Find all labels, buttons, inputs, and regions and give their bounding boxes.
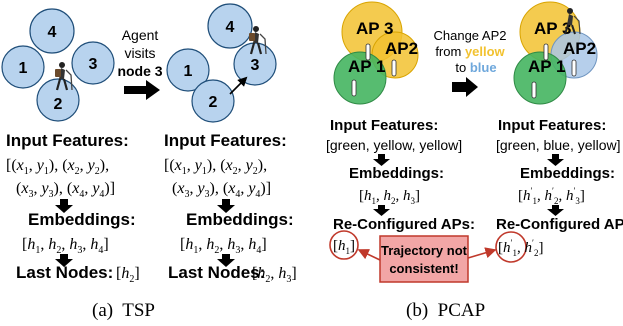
tsp-node-label: 3 bbox=[251, 57, 260, 74]
agent-transition: Agent visits node 3 bbox=[117, 27, 163, 100]
tsp-embeddings-value: [h1, h2, h3, h4] bbox=[22, 236, 109, 256]
down-arrow-icon bbox=[55, 254, 73, 267]
tsp-input-line2: (x3, y3), (x4, y4)] bbox=[16, 180, 115, 200]
tsp-node-label: 3 bbox=[89, 56, 98, 73]
ap3-label: AP 3 bbox=[356, 19, 394, 38]
pcap-caption: (b) PCAP bbox=[406, 300, 485, 321]
ap1-label: AP 1 bbox=[348, 57, 386, 76]
callout-arrow-left bbox=[357, 249, 381, 261]
router-icon bbox=[351, 79, 357, 97]
tsp-text-right: Input Features: [(x1, y1), (x2, y2), (x3… bbox=[164, 131, 297, 285]
pcap-text-right: Input Features: [green, blue, yellow] Em… bbox=[495, 117, 623, 263]
tsp-node-label: 1 bbox=[19, 60, 28, 77]
tsp-embeddings-value: [h1, h2, h3, h4] bbox=[180, 236, 267, 256]
ap1-label: AP 1 bbox=[528, 57, 566, 76]
pcap-text-left: Input Features: [green, yellow, yellow] … bbox=[326, 117, 475, 260]
tsp-caption: (a) TSP bbox=[92, 300, 155, 321]
callout-line1: Trajectory not bbox=[381, 243, 468, 258]
router-icon bbox=[531, 81, 537, 99]
hiker-icon bbox=[564, 8, 581, 35]
tsp-node-2-after bbox=[191, 79, 235, 123]
tsp-last-nodes-right: [h2, h3] bbox=[252, 265, 297, 285]
tsp-node-2-before bbox=[36, 78, 80, 122]
tsp-graph-after: 4 1 3 2 bbox=[166, 3, 277, 123]
tsp-node-label: 4 bbox=[226, 19, 235, 36]
down-arrow-icon bbox=[55, 199, 73, 213]
router-icon bbox=[571, 59, 577, 77]
pcap-input-right: [green, blue, yellow] bbox=[496, 137, 621, 153]
tsp-node-1-before bbox=[1, 45, 45, 89]
tsp-panel: 4 1 3 2 Agent visits node 3 bbox=[1, 3, 297, 321]
ap2-label: AP2 bbox=[563, 39, 596, 58]
move-arrow bbox=[229, 76, 248, 95]
right-arrow-icon bbox=[124, 80, 160, 100]
down-arrow-icon bbox=[547, 154, 564, 166]
ap1-coverage bbox=[333, 51, 387, 105]
ap1-coverage bbox=[513, 51, 567, 105]
tsp-node-label: 2 bbox=[54, 96, 63, 113]
ap3-label: AP 3 bbox=[534, 19, 572, 38]
change-caption-from: from yellow bbox=[435, 44, 505, 59]
tsp-input-features-title: Input Features: bbox=[164, 131, 287, 150]
pcap-emb-left: [h1, h2, h3] bbox=[359, 188, 420, 206]
callout-line2: consistent! bbox=[389, 261, 458, 276]
tsp-input-line2: (x3, y3), (x4, y4)] bbox=[172, 180, 271, 200]
pcap-transition: Change AP2 from yellow to blue bbox=[433, 28, 507, 97]
pcap-panel: AP 3 AP2 AP 1 Change AP2 from yellow to … bbox=[326, 1, 623, 321]
tsp-node-label: 1 bbox=[184, 63, 193, 80]
pcap-embeddings-title: Embeddings: bbox=[520, 165, 615, 182]
agent-caption-line: Agent bbox=[122, 27, 159, 43]
pcap-aps-after: AP 3 AP2 AP 1 bbox=[513, 1, 598, 105]
pcap-input-left: [green, yellow, yellow] bbox=[326, 137, 462, 153]
pcap-reconfig-right: [h′1, h′2] bbox=[498, 238, 543, 258]
pcap-input-features-title: Input Features: bbox=[330, 117, 438, 134]
callout-arrow-right bbox=[467, 247, 497, 259]
pcap-reconfig-left: [h1] bbox=[333, 238, 355, 256]
change-caption-to: to blue bbox=[455, 60, 496, 75]
router-icon bbox=[391, 59, 397, 77]
tsp-embeddings-title: Embeddings: bbox=[28, 210, 136, 229]
agent-caption-node: node 3 bbox=[117, 63, 162, 79]
pcap-aps-before: AP 3 AP2 AP 1 bbox=[333, 1, 419, 105]
tsp-input-line1: [(x1, y1), (x2, y2), bbox=[164, 157, 267, 177]
tsp-node-4-before bbox=[29, 8, 75, 54]
tsp-node-4-after bbox=[207, 3, 253, 49]
tsp-node-1-after bbox=[166, 48, 210, 92]
pcap-emb-right: [h′1, h′2, h′3] bbox=[518, 186, 585, 206]
ap2-label: AP2 bbox=[385, 39, 418, 58]
tsp-node-3-before bbox=[71, 41, 115, 85]
inconsistency-callout: Trajectory not consistent! bbox=[357, 235, 497, 283]
down-arrow-icon bbox=[217, 199, 235, 213]
down-arrow-icon bbox=[217, 254, 235, 267]
down-arrow-icon bbox=[547, 205, 564, 216]
down-arrow-icon bbox=[373, 205, 390, 216]
tsp-node-label: 4 bbox=[48, 24, 57, 41]
tsp-node-label: 2 bbox=[209, 94, 218, 111]
hiker-icon bbox=[55, 62, 73, 91]
highlight-circle bbox=[495, 231, 527, 263]
pcap-input-features-title: Input Features: bbox=[498, 117, 606, 134]
tsp-embeddings-title: Embeddings: bbox=[186, 210, 294, 229]
hiker-icon bbox=[249, 26, 267, 55]
highlight-circle bbox=[329, 230, 359, 260]
pcap-embeddings-title: Embeddings: bbox=[349, 165, 444, 182]
router-icon bbox=[543, 43, 549, 61]
tsp-input-line1: [(x1, y1), (x2, y2), bbox=[6, 157, 109, 177]
callout-box bbox=[379, 235, 469, 283]
agent-caption-line: visits bbox=[124, 45, 155, 61]
router-icon bbox=[365, 43, 371, 61]
tsp-last-nodes-title: Last Nodes: bbox=[168, 263, 265, 282]
tsp-last-nodes-title: Last Nodes: bbox=[16, 263, 113, 282]
tsp-graph-before: 4 1 3 2 bbox=[1, 8, 115, 122]
down-arrow-icon bbox=[373, 154, 390, 166]
right-arrow-icon bbox=[452, 77, 478, 97]
pcap-reconfig-title: Re-Configured APs: bbox=[496, 216, 623, 233]
pcap-reconfig-title: Re-Configured APs: bbox=[333, 216, 475, 233]
tsp-text-left: Input Features: [(x1, y1), (x2, y2), (x3… bbox=[6, 131, 140, 285]
tsp-last-nodes-left: [h2] bbox=[116, 265, 140, 285]
change-caption-line1: Change AP2 bbox=[433, 28, 506, 43]
tsp-input-features-title: Input Features: bbox=[6, 131, 129, 150]
